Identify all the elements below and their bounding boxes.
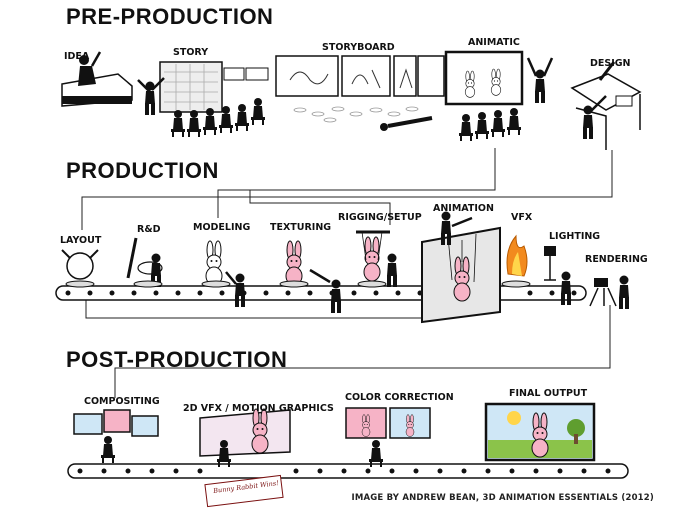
production-title: PRODUCTION bbox=[66, 158, 219, 183]
pre-production-title: PRE-PRODUCTION bbox=[66, 4, 274, 29]
flow-connectors bbox=[81, 148, 613, 398]
stage-vfx-label: VFX bbox=[511, 212, 533, 223]
stage-story-label: STORY bbox=[173, 47, 209, 58]
final-output-illustration bbox=[484, 402, 596, 462]
stage-storyboard-label: STORYBOARD bbox=[322, 42, 395, 53]
stage-animation-label: ANIMATION bbox=[433, 203, 494, 214]
motion-graphics-illustration bbox=[199, 408, 291, 508]
animation-illustration bbox=[421, 211, 501, 324]
compositing-illustration bbox=[73, 409, 159, 463]
texturing-illustration bbox=[279, 240, 341, 313]
image-credit: IMAGE BY ANDREW BEAN, 3D ANIMATION ESSEN… bbox=[351, 493, 654, 503]
stage-compositing-label: COMPOSITING bbox=[84, 396, 160, 407]
storyboard-illustration bbox=[275, 55, 445, 131]
stage-color-correction-label: COLOR CORRECTION bbox=[345, 392, 454, 403]
rnd-illustration bbox=[126, 237, 163, 288]
rendering-illustration bbox=[589, 275, 629, 309]
color-correction-illustration bbox=[345, 407, 431, 467]
stage-lighting-label: LIGHTING bbox=[549, 231, 601, 242]
story-illustration bbox=[137, 61, 269, 137]
stage-layout-label: LAYOUT bbox=[60, 235, 102, 246]
stage-animatic-label: ANIMATIC bbox=[468, 37, 520, 48]
animatic-illustration bbox=[444, 50, 554, 141]
vfx-illustration bbox=[501, 234, 531, 288]
production-conveyor bbox=[55, 285, 587, 301]
stage-idea-label: IDEA bbox=[64, 51, 90, 62]
stage-modeling-label: MODELING bbox=[193, 222, 251, 233]
idea-illustration bbox=[61, 51, 133, 107]
stage-texturing-label: TEXTURING bbox=[270, 222, 332, 233]
post-production-title: POST-PRODUCTION bbox=[66, 347, 288, 372]
lighting-illustration bbox=[544, 246, 571, 305]
stage-rigging-label: RIGGING/SETUP bbox=[338, 212, 422, 223]
stage-rendering-label: RENDERING bbox=[585, 254, 648, 265]
design-illustration bbox=[570, 61, 642, 150]
layout-illustration bbox=[61, 249, 99, 288]
stage-rnd-label: R&D bbox=[137, 224, 161, 235]
post-production-conveyor bbox=[67, 463, 629, 479]
stage-design-label: DESIGN bbox=[590, 58, 631, 69]
stage-motion-graphics-label: 2D VFX / MOTION GRAPHICS bbox=[183, 403, 334, 414]
stage-final-output-label: FINAL OUTPUT bbox=[509, 388, 588, 399]
modeling-illustration bbox=[201, 240, 245, 307]
rigging-illustration bbox=[356, 230, 397, 288]
